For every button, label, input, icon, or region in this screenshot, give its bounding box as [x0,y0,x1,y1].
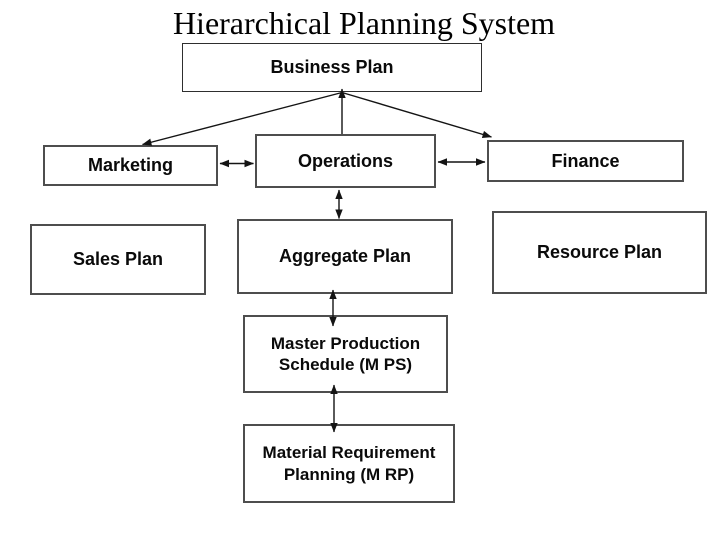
node-sales-plan-label: Sales Plan [72,249,164,270]
node-material-requirement-planning: Material Requirement Planning (M RP) [243,424,455,503]
node-finance: Finance [487,140,684,182]
node-operations: Operations [255,134,436,188]
node-mps-label-line1: Master Production [270,333,421,353]
node-sales-plan: Sales Plan [30,224,206,295]
node-resource-plan: Resource Plan [492,211,707,294]
node-mrp-label-line1: Material Requirement [262,443,436,463]
node-business-plan-label: Business Plan [270,57,394,78]
node-master-production-schedule: Master Production Schedule (M PS) [243,315,448,393]
node-material-requirement-planning-label: Material Requirement Planning (M RP) [259,442,440,485]
edge-businessplan-to-finance [341,91,492,138]
node-master-production-schedule-label: Master Production Schedule (M PS) [267,333,424,376]
node-marketing: Marketing [43,145,218,186]
node-finance-label: Finance [551,150,620,171]
node-resource-plan-label: Resource Plan [536,242,663,263]
node-operations-label: Operations [297,150,394,171]
node-business-plan: Business Plan [182,43,482,92]
node-marketing-label: Marketing [87,155,174,176]
node-aggregate-plan: Aggregate Plan [237,219,453,294]
diagram-title: Hierarchical Planning System [172,5,556,41]
node-mps-label-line2: Schedule (M PS) [278,355,413,374]
node-aggregate-plan-label: Aggregate Plan [278,246,412,267]
node-mrp-label-line2: Planning (M RP) [283,464,415,484]
